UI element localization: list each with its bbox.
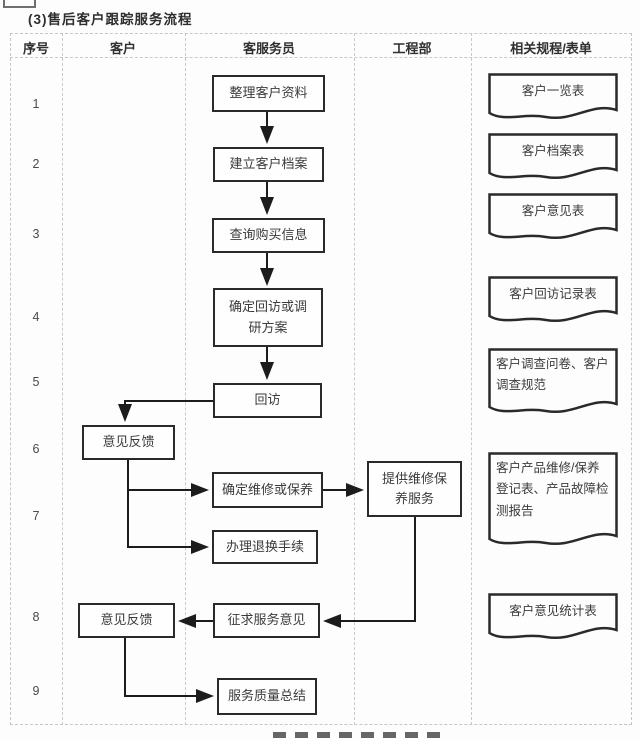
flow-box-service-quality-summary: 服务质量总结 [217, 678, 317, 715]
doc-return-visit-record: 客户回访记录表 [488, 276, 618, 325]
row-number-5: 5 [32, 375, 40, 389]
row-number-6: 6 [32, 442, 40, 456]
header-divider [10, 57, 632, 58]
cut-off-box-fragment [3, 0, 36, 8]
document-shape [488, 133, 618, 180]
document-shape [488, 593, 618, 640]
cut-off-text-fragment [273, 732, 448, 738]
flow-box-provide-repair-service: 提供维修保 养服务 [367, 461, 462, 517]
flow-box-return-visit: 回访 [213, 383, 322, 418]
doc-repair-registration: 客户产品维修/保养 登记表、产品故障检 测报告 [488, 452, 618, 548]
column-divider-4 [471, 33, 472, 725]
flow-box-determine-visit-plan: 确定回访或调 研方案 [213, 288, 323, 347]
doc-label: 客户回访记录表 [509, 287, 597, 301]
page-title: (3)售后客户跟踪服务流程 [28, 12, 193, 27]
flow-box-create-customer-file: 建立客户档案 [213, 147, 324, 182]
doc-label: 客户档案表 [521, 144, 585, 158]
column-divider-2 [185, 33, 186, 725]
col-header-forms: 相关规程/表单 [510, 41, 592, 56]
doc-label: 客户意见表 [521, 204, 585, 218]
doc-customer-file-form: 客户档案表 [488, 133, 618, 182]
doc-opinion-statistics: 客户意见统计表 [488, 593, 618, 642]
flow-box-feedback-1: 意见反馈 [82, 425, 175, 460]
doc-customer-list: 客户一览表 [488, 73, 618, 122]
document-shape [488, 452, 618, 546]
flow-box-determine-repair: 确定维修或保养 [212, 472, 323, 508]
flow-box-organize-customer-data: 整理客户资料 [212, 75, 325, 112]
row-number-3: 3 [32, 227, 40, 241]
document-shape [488, 193, 618, 240]
column-divider-1 [62, 33, 63, 725]
doc-customer-opinion-form: 客户意见表 [488, 193, 618, 242]
column-divider-3 [354, 33, 355, 725]
col-header-customer: 客户 [109, 41, 137, 56]
col-header-service: 客服务员 [242, 41, 296, 56]
col-header-engineering: 工程部 [392, 41, 432, 56]
table-grid [10, 33, 632, 725]
document-shape [488, 348, 618, 414]
row-number-8: 8 [32, 610, 40, 624]
col-header-seq: 序号 [22, 41, 50, 56]
doc-label: 客户调查问卷、客户 调查规范 [496, 357, 609, 393]
document-shape [488, 276, 618, 323]
flow-box-feedback-2: 意见反馈 [78, 603, 175, 638]
row-number-9: 9 [32, 684, 40, 698]
row-number-7: 7 [32, 509, 40, 523]
flow-box-query-purchase-info: 查询购买信息 [212, 218, 325, 253]
flow-box-handle-return-exchange: 办理退换手续 [212, 530, 318, 564]
row-number-2: 2 [32, 157, 40, 171]
doc-survey-questionnaire: 客户调查问卷、客户 调查规范 [488, 348, 618, 416]
document-shape [488, 73, 618, 120]
row-number-1: 1 [32, 97, 40, 111]
doc-label: 客户一览表 [521, 84, 585, 98]
row-number-4: 4 [32, 310, 40, 324]
doc-label: 客户意见统计表 [509, 604, 597, 618]
flow-box-solicit-service-opinion: 征求服务意见 [213, 603, 320, 638]
doc-label: 客户产品维修/保养 登记表、产品故障检 测报告 [496, 461, 609, 518]
